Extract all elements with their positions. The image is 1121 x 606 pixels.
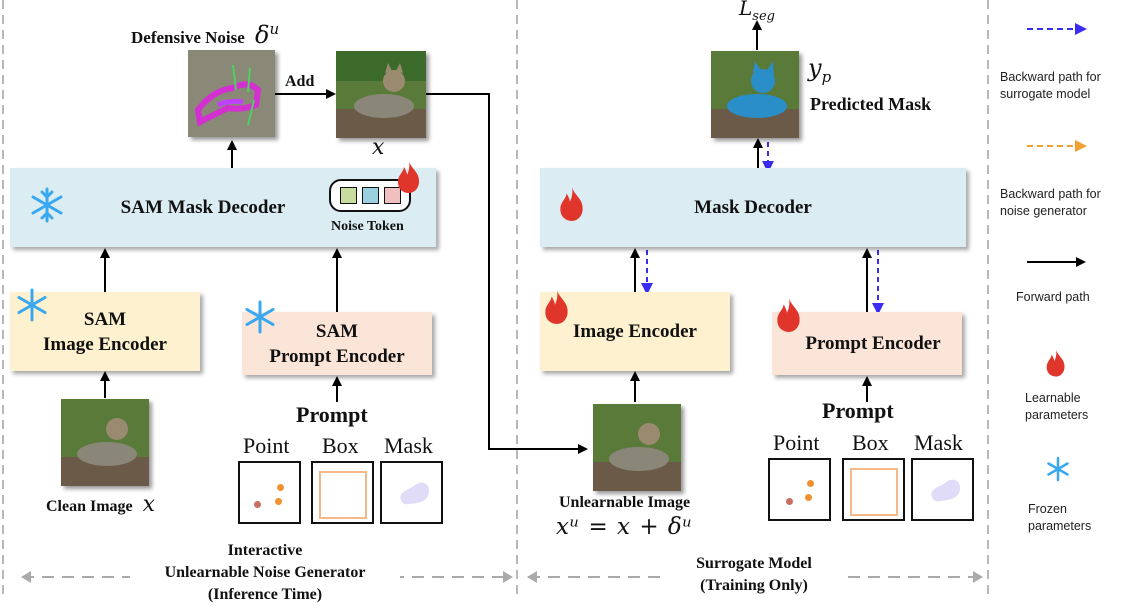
image-encoder: Image Encoder — [540, 292, 730, 371]
add-label: Add — [285, 73, 315, 90]
mask-prompt-box — [380, 461, 443, 524]
mask-prompt-box — [911, 458, 974, 521]
defensive-noise-image — [188, 50, 275, 137]
image-encoder-label: Image Encoder — [572, 321, 697, 342]
snowflake-icon — [28, 186, 66, 229]
noise-token-label: Noise Token — [331, 219, 404, 234]
noise-pattern — [188, 50, 275, 137]
defensive-noise-title: Defensive Noise δu — [131, 20, 279, 49]
snowflake-icon — [14, 287, 50, 328]
prompt-type-mask: Mask — [384, 433, 433, 458]
flame-icon — [558, 186, 586, 227]
token-blue — [361, 187, 379, 204]
mask-blob — [400, 482, 430, 505]
cat-photo — [593, 404, 681, 491]
snowflake-icon — [242, 299, 278, 340]
unlearnable-image-label: Unlearnable Image — [559, 494, 691, 511]
flame-icon — [775, 297, 803, 338]
mask-decoder: Mask Decoder — [540, 168, 966, 247]
prompt-type-box: Box — [852, 430, 889, 455]
predicted-mask-label: Predicted Mask — [810, 94, 932, 114]
image-x — [336, 51, 426, 138]
masked-cat-photo — [711, 51, 799, 138]
arrow-x-to-unlearnable — [426, 93, 588, 454]
mask-blob — [931, 479, 961, 502]
prompt-type-point: Point — [773, 430, 820, 455]
snowflake-icon — [1045, 456, 1071, 487]
prompt-title-right: Prompt — [822, 398, 894, 423]
point-dot — [805, 494, 812, 501]
mask-decoder-label: Mask Decoder — [694, 197, 812, 218]
flame-icon — [543, 289, 571, 330]
point-prompt-box — [768, 458, 831, 521]
right-section-title: Surrogate Model (Training Only) — [696, 555, 812, 594]
token-green — [339, 187, 357, 204]
flame-icon — [396, 160, 422, 199]
noise-token — [329, 179, 411, 212]
predicted-mask-image — [711, 51, 799, 138]
cat-photo — [336, 51, 426, 138]
box-prompt-box — [311, 461, 374, 524]
point-dot — [277, 484, 284, 491]
delta-symbol: δu — [255, 20, 280, 49]
flame-icon — [1045, 348, 1067, 383]
cat-photo — [61, 399, 149, 486]
prompt-type-point: Point — [243, 433, 290, 458]
prompt-encoder: Prompt Encoder — [772, 312, 962, 375]
point-dot — [275, 498, 282, 505]
box-outline — [850, 468, 898, 516]
clean-image-caption: Clean Image x — [46, 492, 156, 517]
defensive-noise-label: Defensive Noise — [131, 28, 245, 47]
left-section-title: Interactive Unlearnable Noise Generator … — [130, 540, 400, 606]
prompt-encoder-label: Prompt Encoder — [805, 333, 941, 354]
yp-label: yp — [808, 54, 832, 86]
clean-image — [61, 399, 149, 486]
legend-item-forward: Forward path — [1016, 290, 1090, 304]
box-prompt-box — [842, 458, 905, 521]
loss-label: Lseg — [739, 0, 775, 24]
prompt-title-left: Prompt — [296, 402, 368, 427]
token-pink — [383, 187, 401, 204]
prompt-type-mask: Mask — [914, 430, 963, 455]
point-dot — [807, 480, 814, 487]
x-label: x — [372, 135, 385, 160]
point-prompt-box — [238, 461, 301, 524]
prompt-type-box: Box — [322, 433, 359, 458]
sam-mask-decoder-label: SAM Mask Decoder — [120, 197, 286, 218]
point-dot — [786, 498, 793, 505]
unlearnable-image — [593, 404, 681, 491]
point-dot — [254, 501, 261, 508]
box-outline — [319, 471, 367, 519]
unlearnable-formula: xᵘ = x + δᵘ — [556, 514, 693, 540]
